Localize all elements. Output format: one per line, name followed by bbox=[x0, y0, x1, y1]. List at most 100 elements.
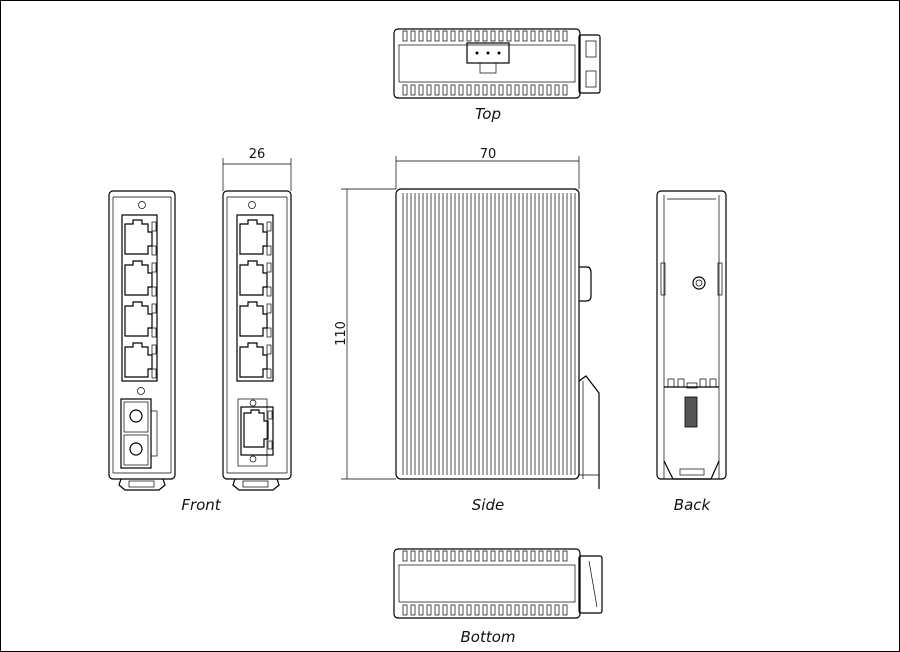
vent-slot bbox=[530, 604, 536, 616]
vent-slot bbox=[466, 30, 472, 42]
vent-slot bbox=[554, 84, 560, 96]
vent-slot bbox=[434, 550, 440, 562]
vent-slot bbox=[506, 84, 512, 96]
front-view-right bbox=[222, 158, 292, 491]
port-led bbox=[266, 221, 272, 232]
vent-slot bbox=[458, 84, 464, 96]
vent-slot bbox=[466, 604, 472, 616]
port-led bbox=[266, 303, 272, 314]
vent-slot bbox=[402, 84, 408, 96]
bottom-view-label: Bottom bbox=[460, 628, 516, 646]
port-led bbox=[151, 262, 157, 273]
vent-slot bbox=[482, 30, 488, 42]
vent-slot bbox=[546, 604, 552, 616]
vent-slot bbox=[410, 604, 416, 616]
vent-slot bbox=[474, 604, 480, 616]
rj45-port bbox=[124, 342, 153, 378]
port-led bbox=[151, 303, 157, 314]
vent-slot bbox=[562, 604, 568, 616]
vent-slot bbox=[442, 550, 448, 562]
top-view bbox=[393, 28, 601, 99]
rj45-port bbox=[124, 219, 153, 255]
rj45-port bbox=[239, 301, 268, 337]
vent-slot bbox=[514, 604, 520, 616]
rj45-port bbox=[239, 260, 268, 296]
port-led bbox=[266, 262, 272, 273]
vent-slot bbox=[530, 550, 536, 562]
rj45-port bbox=[243, 409, 269, 448]
vent-slot bbox=[498, 604, 504, 616]
depth-dimension: 70 bbox=[479, 147, 497, 162]
vent-slot bbox=[426, 30, 432, 42]
vent-slot bbox=[450, 604, 456, 616]
vent-slot bbox=[450, 84, 456, 96]
vent-slot bbox=[530, 30, 536, 42]
vent-slot bbox=[506, 550, 512, 562]
vent-slot bbox=[418, 84, 424, 96]
port-led bbox=[151, 245, 157, 256]
vent-slot bbox=[434, 30, 440, 42]
vent-slot bbox=[522, 604, 528, 616]
vent-slot bbox=[450, 30, 456, 42]
vent-slot bbox=[482, 84, 488, 96]
rj45-port bbox=[124, 260, 153, 296]
vent-slot bbox=[410, 30, 416, 42]
vent-slot bbox=[402, 550, 408, 562]
bottom-view bbox=[393, 548, 603, 619]
vent-slot bbox=[466, 550, 472, 562]
vent-slot bbox=[562, 550, 568, 562]
vent-slot bbox=[498, 84, 504, 96]
vent-slot bbox=[458, 604, 464, 616]
vent-slot bbox=[442, 604, 448, 616]
vent-slot bbox=[546, 550, 552, 562]
vent-slot bbox=[410, 550, 416, 562]
rj45-port bbox=[239, 219, 268, 255]
vent-slot bbox=[442, 30, 448, 42]
vent-slot bbox=[458, 550, 464, 562]
port-led bbox=[266, 245, 272, 256]
vent-slot bbox=[506, 30, 512, 42]
vent-slot bbox=[514, 84, 520, 96]
port-led bbox=[151, 368, 157, 379]
vent-slot bbox=[522, 30, 528, 42]
vent-slot bbox=[426, 604, 432, 616]
port-led bbox=[151, 344, 157, 355]
vent-slot bbox=[402, 604, 408, 616]
vent-slot bbox=[418, 550, 424, 562]
vent-slot bbox=[514, 30, 520, 42]
vent-slot bbox=[466, 84, 472, 96]
back-view bbox=[656, 190, 727, 480]
vent-slot bbox=[530, 84, 536, 96]
rj45-port bbox=[124, 301, 153, 337]
port-led bbox=[266, 344, 272, 355]
vent-slot bbox=[562, 30, 568, 42]
rj45-port bbox=[239, 342, 268, 378]
vent-slot bbox=[434, 84, 440, 96]
vent-slot bbox=[418, 30, 424, 42]
vent-slot bbox=[562, 84, 568, 96]
back-view-label: Back bbox=[673, 496, 711, 514]
port-led bbox=[267, 410, 273, 420]
port-led bbox=[267, 440, 273, 450]
vent-slot bbox=[522, 84, 528, 96]
vent-slot bbox=[490, 604, 496, 616]
vent-slot bbox=[490, 84, 496, 96]
vent-slot bbox=[482, 550, 488, 562]
vent-slot bbox=[498, 550, 504, 562]
vent-slot bbox=[554, 550, 560, 562]
vent-slot bbox=[402, 30, 408, 42]
vent-slot bbox=[474, 84, 480, 96]
vent-slot bbox=[458, 30, 464, 42]
vent-slot bbox=[418, 604, 424, 616]
vent-slot bbox=[434, 604, 440, 616]
front-view-left bbox=[108, 190, 176, 491]
side-view bbox=[341, 156, 600, 489]
vent-slot bbox=[410, 84, 416, 96]
vent-slot bbox=[538, 550, 544, 562]
front-view-label: Front bbox=[181, 496, 221, 514]
vent-slot bbox=[474, 30, 480, 42]
vent-slot bbox=[538, 30, 544, 42]
vent-slot bbox=[554, 30, 560, 42]
side-view-label: Side bbox=[471, 496, 505, 514]
